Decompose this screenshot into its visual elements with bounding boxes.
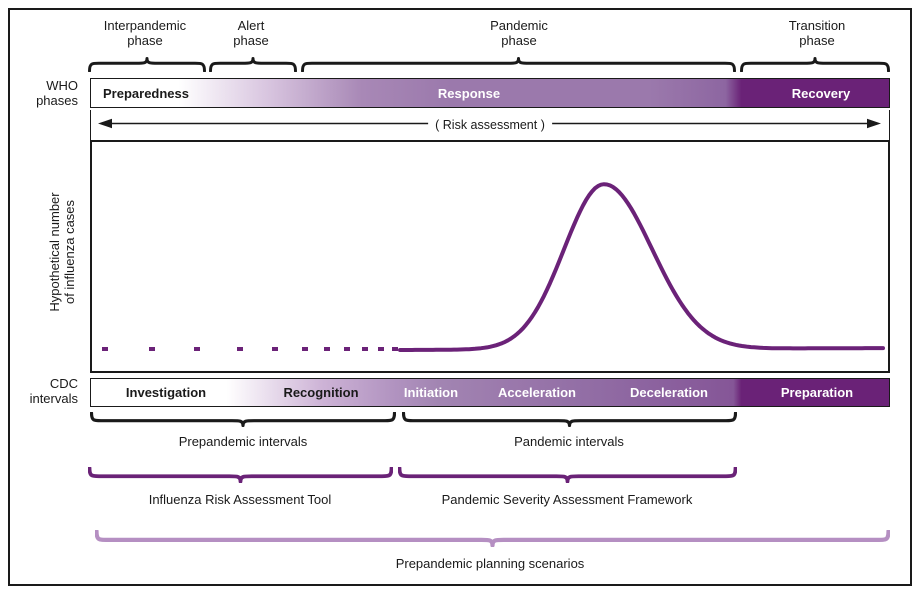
who-phases-bar: Preparedness Response Recovery — [90, 78, 890, 108]
phase-label-line: phase — [127, 32, 163, 48]
brace-interpandemic-phase — [88, 57, 206, 73]
phase-label-line: Alert — [237, 18, 265, 33]
cdc-segment-recognition: Recognition — [283, 385, 359, 400]
brace-prepandemic-intervals — [89, 411, 397, 428]
y-axis-label-line: of influenza cases — [62, 199, 77, 305]
brace-alert-phase — [209, 57, 297, 73]
cdc-intervals-bar: Investigation Recognition Initiation Acc… — [90, 378, 890, 407]
arrowhead-left — [98, 118, 112, 128]
cdc-intervals-label: CDC intervals — [10, 376, 78, 406]
phase-label-interpandemic: Interpandemic phase — [95, 18, 195, 48]
phase-label-alert: Alert phase — [201, 18, 301, 48]
risk-assessment-band: ( Risk assessment ) — [90, 109, 890, 140]
figure-frame — [8, 8, 912, 586]
epi-curve-svg — [102, 181, 885, 352]
who-phases-label-line: phases — [36, 92, 78, 108]
y-axis-label-line: Hypothetical number — [47, 192, 62, 312]
brace-prepandemic-planning-scenarios — [94, 528, 891, 548]
y-axis-label: Hypothetical number of influenza cases — [47, 192, 77, 311]
phase-label-transition: Transition phase — [767, 18, 867, 48]
cdc-segment-deceleration: Deceleration — [629, 385, 709, 400]
who-segment-response: Response — [437, 85, 501, 101]
pandemic-severity-assessment-framework-caption: Pandemic Severity Assessment Framework — [441, 492, 693, 507]
phase-label-pandemic: Pandemic phase — [469, 18, 569, 48]
brace-pandemic-phase — [301, 57, 736, 73]
cdc-intervals-label-line: CDC — [49, 376, 78, 391]
brace-pandemic-severity-assessment-framework — [397, 466, 738, 484]
phase-label-line: phase — [799, 32, 835, 48]
influenza-risk-assessment-tool-caption: Influenza Risk Assessment Tool — [148, 492, 332, 507]
cdc-segment-acceleration: Acceleration — [497, 385, 577, 400]
arrowhead-right — [867, 118, 881, 128]
cdc-intervals-label-line: intervals — [29, 390, 78, 406]
phase-label-line: Transition — [788, 18, 846, 33]
brace-pandemic-intervals — [401, 411, 738, 428]
prepandemic-intervals-caption: Prepandemic intervals — [178, 434, 308, 449]
who-segment-preparedness: Preparedness — [103, 85, 189, 101]
phase-label-line: phase — [501, 32, 537, 48]
brace-influenza-risk-assessment-tool — [87, 466, 394, 484]
phase-label-line: Interpandemic — [103, 18, 187, 33]
pandemic-intervals-caption: Pandemic intervals — [514, 434, 624, 449]
cdc-segment-preparation: Preparation — [780, 385, 854, 400]
phase-label-line: phase — [233, 32, 269, 48]
cdc-segment-initiation: Initiation — [403, 385, 459, 400]
risk-assessment-label: ( Risk assessment ) — [428, 117, 552, 132]
phase-label-line: Pandemic — [490, 18, 548, 33]
influenza-cases-chart — [90, 139, 890, 373]
cdc-segment-investigation: Investigation — [125, 385, 207, 400]
prepandemic-planning-scenarios-caption: Prepandemic planning scenarios — [395, 556, 585, 571]
who-phases-label-line: WHO — [46, 78, 78, 93]
who-phases-label: WHO phases — [10, 78, 78, 108]
brace-transition-phase — [740, 57, 890, 73]
who-segment-recovery: Recovery — [791, 85, 851, 101]
